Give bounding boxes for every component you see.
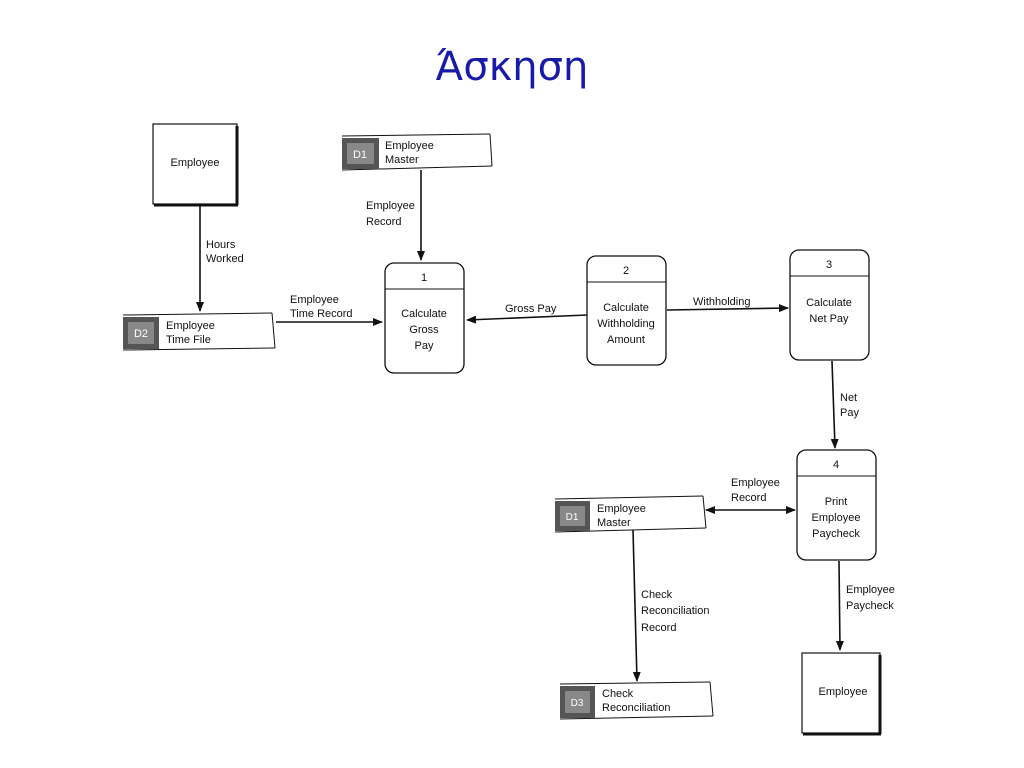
diagram-text: Gross <box>409 324 439 336</box>
entity-label: Employee <box>171 157 220 169</box>
diagram-text: Calculate <box>401 308 447 320</box>
arrow-employee-paycheck <box>835 560 844 651</box>
diagram-text: Print <box>825 496 848 508</box>
diagram-text: Employee <box>731 477 780 489</box>
diagram-text: Net Pay <box>809 313 849 325</box>
data-store-d2: D2 Employee Time File <box>122 312 276 351</box>
diagram-text: Employee <box>846 584 895 596</box>
diagram-text: Pay <box>840 407 859 419</box>
process-4: 4 Print Employee Paycheck <box>796 449 877 561</box>
diagram-text: Check <box>602 688 634 700</box>
diagram-text: Employee <box>166 320 215 332</box>
data-store-code: D1 <box>566 512 579 523</box>
flow-arrows <box>196 170 844 682</box>
diagram-text: Paycheck <box>846 600 894 612</box>
process-2: 2 Calculate Withholding Amount <box>586 255 667 366</box>
process-3: 3 Calculate Net Pay <box>789 249 870 361</box>
diagram-text: Worked <box>206 253 244 265</box>
data-store-code: D3 <box>571 698 584 709</box>
entity-employee-top: Employee <box>152 123 239 207</box>
flow-label-time-record: Employee Time Record <box>290 294 353 320</box>
diagram-text: Employee <box>290 294 339 306</box>
data-store-code: D1 <box>353 149 367 161</box>
diagram-text: Hours <box>206 239 236 251</box>
diagram-text: Net <box>840 392 857 404</box>
diagram-text: Pay <box>415 340 434 352</box>
process-number: 3 <box>826 259 832 271</box>
flow-label-employee-paycheck: Employee Paycheck <box>846 584 895 612</box>
diagram-text: Record <box>641 622 676 634</box>
diagram-text: Withholding <box>597 318 654 330</box>
flow-label-gross-pay: Gross Pay <box>505 303 557 315</box>
arrow-gross-pay <box>466 314 588 324</box>
data-store-d1-top: D1 Employee Master <box>341 133 493 171</box>
flow-label-employee-record-1: Employee Record <box>366 200 415 228</box>
entity-employee-bottom: Employee <box>801 652 882 736</box>
diagram-text: Employee <box>812 512 861 524</box>
arrow-check-reconciliation <box>632 529 641 682</box>
diagram-text: Employee <box>597 503 646 515</box>
flow-label-check-reconciliation: Check Reconciliation Record <box>641 589 709 634</box>
process-number: 1 <box>421 272 427 284</box>
diagram-text: Time File <box>166 334 211 346</box>
flow-label-withholding: Withholding <box>693 296 750 308</box>
diagram-text: Calculate <box>603 302 649 314</box>
diagram-text: Paycheck <box>812 528 860 540</box>
diagram-text: Amount <box>607 334 645 346</box>
entity-label: Employee <box>819 686 868 698</box>
diagram-text: Master <box>597 517 631 529</box>
data-store-code: D2 <box>134 328 148 340</box>
flow-label-employee-record-2: Employee Record <box>731 477 780 504</box>
diagram-text: Calculate <box>806 297 852 309</box>
data-store-d1-bottom: D1 Employee Master <box>554 495 707 533</box>
arrow-net-pay <box>830 360 839 449</box>
diagram-text: Employee <box>366 200 415 212</box>
flow-label-hours-worked: Hours Worked <box>206 239 244 265</box>
diagram-text: Time Record <box>290 308 353 320</box>
diagram-text: Check <box>641 589 673 601</box>
diagram-text: Gross Pay <box>505 303 557 315</box>
data-store-d3: D3 Check Reconciliation <box>559 681 714 720</box>
process-number: 4 <box>833 459 839 471</box>
diagram-text: Record <box>731 492 766 504</box>
diagram-text: Reconciliation <box>602 702 670 714</box>
slide-title: Άσκηση <box>435 44 589 90</box>
diagram-text: Reconciliation <box>641 605 709 617</box>
flow-label-net-pay: Net Pay <box>840 392 859 419</box>
diagram-text: Withholding <box>693 296 750 308</box>
diagram-text: Employee <box>385 140 434 152</box>
diagram-text: Master <box>385 154 419 166</box>
process-1: 1 Calculate Gross Pay <box>384 262 465 374</box>
process-number: 2 <box>623 265 629 277</box>
arrow-withholding <box>666 304 789 313</box>
diagram-text: Record <box>366 216 401 228</box>
